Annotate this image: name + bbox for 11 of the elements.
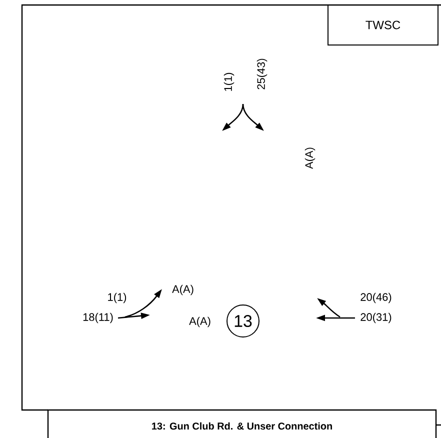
- volume-label: 20(46): [360, 292, 392, 304]
- volume-label: 18(11): [83, 312, 113, 324]
- title-box: 13: Gun Club Rd. & Unser Connection: [47, 409, 437, 438]
- control-type-box: TWSC: [328, 4, 438, 46]
- volume-label: 1(1): [224, 72, 234, 91]
- volume-label: A(A): [172, 284, 194, 296]
- volume-label: 1(1): [108, 292, 126, 304]
- volume-label: 20(31): [360, 312, 392, 324]
- volume-label: A(A): [189, 316, 210, 328]
- volume-label: A(A): [304, 148, 316, 169]
- volume-label: 25(43): [256, 58, 268, 90]
